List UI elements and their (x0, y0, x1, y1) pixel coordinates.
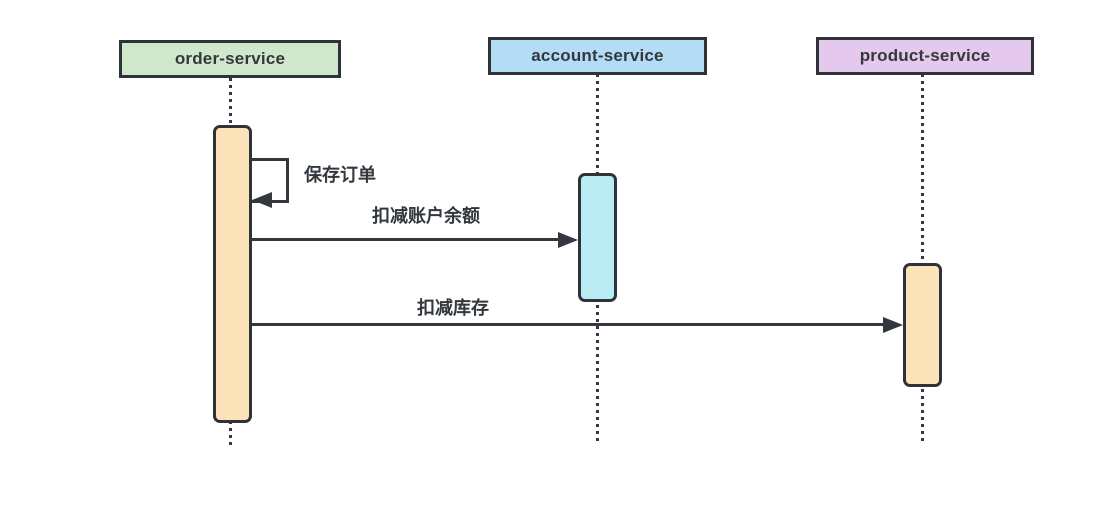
participant-box-account-service: account-service (488, 37, 707, 75)
activation-bar-order-service (213, 125, 252, 423)
message-label-deduct-stock: 扣减库存 (417, 298, 489, 318)
activation-bar-account-service (578, 173, 617, 302)
participant-box-product-service: product-service (816, 37, 1034, 75)
message-line-deduct-stock (252, 323, 887, 326)
activation-bar-product-service (903, 263, 942, 387)
message-arrowhead-deduct-stock-icon (883, 317, 903, 333)
message-line-deduct-balance (252, 238, 562, 241)
participant-label-account-service: account-service (531, 46, 664, 65)
lifeline-product-service (921, 74, 924, 441)
self-message-arrowhead-icon (252, 192, 272, 208)
participant-box-order-service: order-service (119, 40, 341, 78)
message-arrowhead-deduct-balance-icon (558, 232, 578, 248)
message-label-save-order: 保存订单 (304, 165, 376, 185)
participant-label-product-service: product-service (859, 46, 991, 65)
message-label-deduct-balance: 扣减账户余额 (372, 206, 480, 226)
participant-label-order-service: order-service (174, 49, 286, 68)
